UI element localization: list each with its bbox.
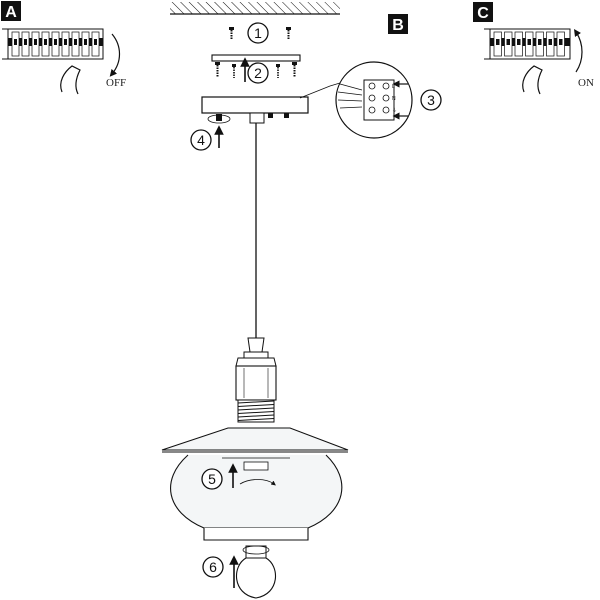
canopy xyxy=(201,96,309,124)
thread-line xyxy=(237,404,275,407)
breaker-toggle xyxy=(74,39,77,45)
step-1-screws xyxy=(229,27,291,40)
terminal-label: N xyxy=(392,96,396,102)
breaker-toggle xyxy=(496,39,500,45)
panel-b-letter: B xyxy=(392,17,404,34)
step-3-number: 3 xyxy=(427,92,435,108)
breaker-toggle xyxy=(94,39,97,45)
panel-a-letter: A xyxy=(5,4,17,21)
terminal-label: ⏚ xyxy=(392,107,397,114)
terminal-screw xyxy=(382,94,390,102)
breaker-toggle xyxy=(559,39,563,45)
breaker-toggle xyxy=(64,39,67,45)
breaker-toggle xyxy=(84,39,87,45)
terminal-wires xyxy=(337,83,363,109)
step-5-number: 5 xyxy=(208,471,216,487)
panel-a-badge xyxy=(1,1,21,21)
step-1-badge: 1 xyxy=(247,22,269,44)
shade-ring xyxy=(243,461,269,471)
step-2-badge: 2 xyxy=(247,62,269,84)
canopy-screw xyxy=(207,114,231,148)
light-bulb-icon xyxy=(229,545,277,599)
step-6-badge: 6 xyxy=(202,556,224,578)
step-5-badge: 5 xyxy=(201,468,223,490)
panel-c-letter: C xyxy=(477,5,489,22)
breaker-toggle xyxy=(548,39,552,45)
screw-icon xyxy=(229,27,234,40)
terminal-screw xyxy=(382,82,390,90)
terminal-screw xyxy=(368,94,376,102)
mounting-bracket xyxy=(211,54,301,82)
step-3-badge: 3 xyxy=(420,89,442,111)
rotate-arrow-icon xyxy=(574,29,583,73)
ceiling xyxy=(170,2,340,15)
breaker-toggle xyxy=(517,39,521,45)
thread-line xyxy=(237,411,275,414)
circuit-breaker-icon xyxy=(2,28,104,60)
screw-icon xyxy=(232,64,236,78)
panel-b-badge xyxy=(388,14,408,34)
rotate-arrow-icon xyxy=(109,33,121,77)
panel-b: B xyxy=(388,14,408,34)
step-1-number: 1 xyxy=(254,25,262,41)
breaker-toggle xyxy=(506,39,510,45)
breaker-toggle xyxy=(34,39,37,45)
circuit-breaker-icon xyxy=(484,28,571,60)
thread-line xyxy=(237,414,275,418)
panel-c: C ON xyxy=(473,2,594,95)
terminal-screw xyxy=(368,106,376,114)
panel-c-state: ON xyxy=(578,77,594,89)
hand-icon xyxy=(522,65,543,95)
terminal-screw xyxy=(368,82,376,90)
terminal-screw xyxy=(382,106,390,114)
thread-line xyxy=(237,418,275,421)
screw-icon xyxy=(276,64,280,78)
breaker-toggle xyxy=(14,39,17,45)
screw-icon xyxy=(215,62,220,77)
breaker-toggle xyxy=(527,39,531,45)
thread-line xyxy=(237,407,275,411)
step-2-number: 2 xyxy=(254,65,262,81)
glass-shade xyxy=(161,427,349,541)
panel-a: A OFF xyxy=(1,1,126,95)
hand-icon xyxy=(60,65,81,95)
breaker-toggle xyxy=(538,39,542,45)
step-4-number: 4 xyxy=(197,132,205,148)
terminal-label: L xyxy=(392,84,395,90)
panel-a-state: OFF xyxy=(106,77,126,89)
thread-line xyxy=(237,400,275,404)
lamp-holder xyxy=(235,337,277,423)
screw-icon xyxy=(286,27,291,40)
step-6-number: 6 xyxy=(209,559,217,575)
terminal-block xyxy=(363,79,395,121)
panel-c-badge xyxy=(473,2,493,22)
rotate-arrow-icon xyxy=(239,479,276,486)
step-4-badge: 4 xyxy=(190,129,212,151)
breaker-toggle xyxy=(24,39,27,45)
breaker-toggle xyxy=(54,39,57,45)
breaker-toggle xyxy=(44,39,47,45)
screw-icon xyxy=(292,62,297,77)
terminal-block-callout: LN ⏚ xyxy=(335,61,413,139)
